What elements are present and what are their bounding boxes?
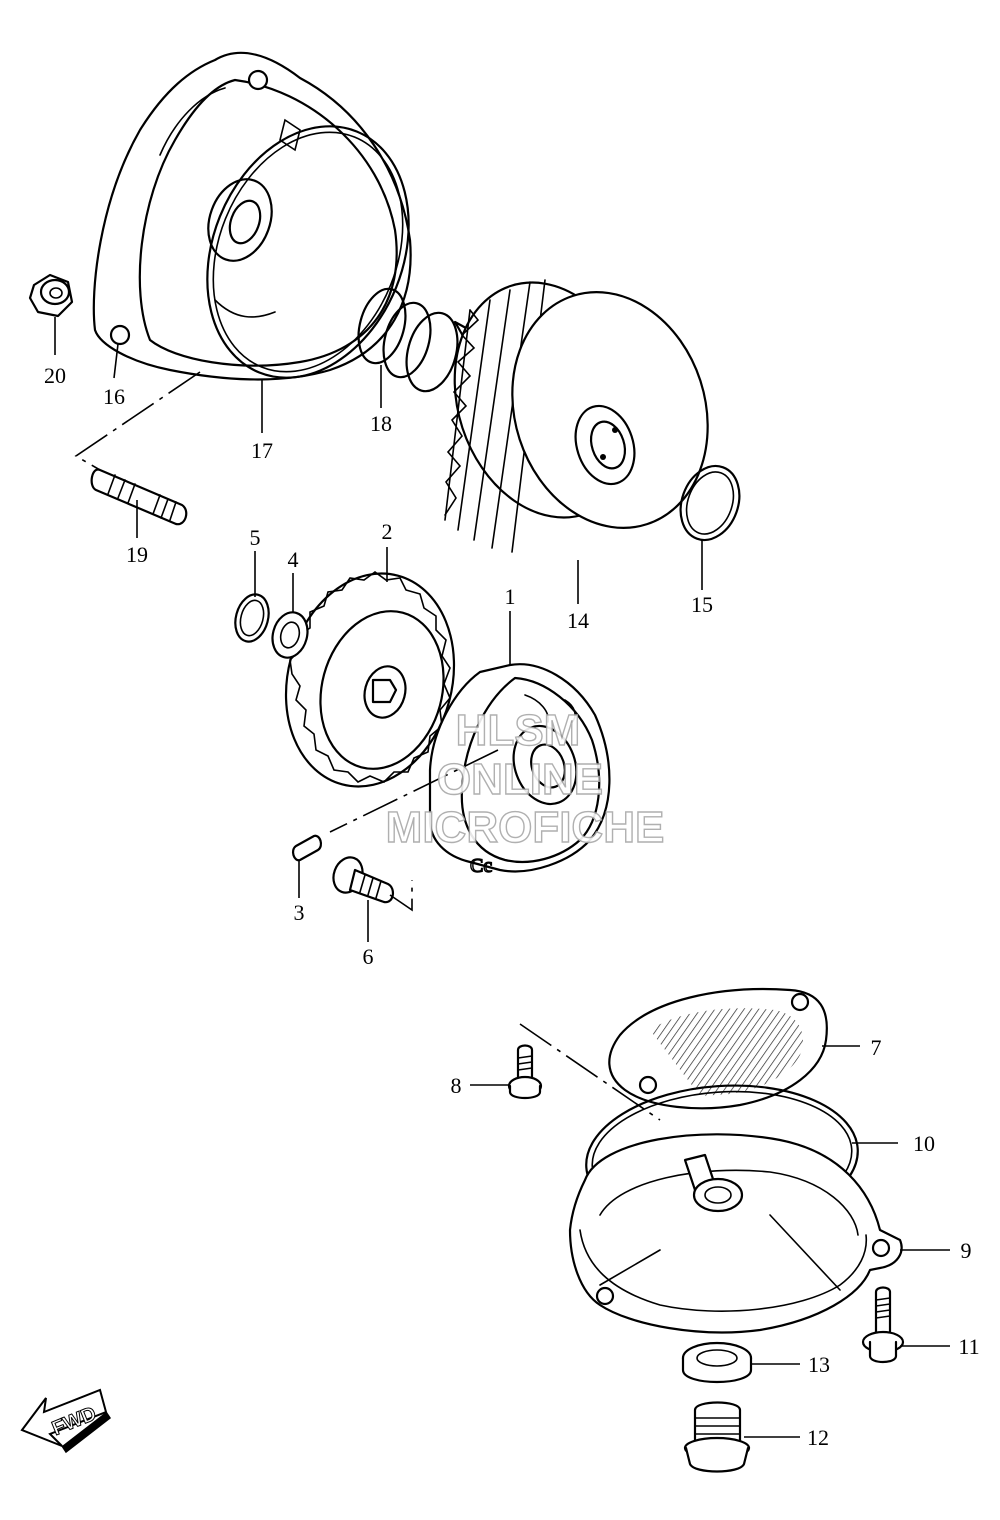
forward-arrow-icon: FWD — [20, 1388, 112, 1454]
oil-filter-element — [444, 279, 709, 553]
oil-pump-assembly: Cc — [428, 663, 611, 878]
callout-8: 8 — [451, 1073, 462, 1098]
filter-spring — [357, 287, 468, 393]
callout-20: 20 — [44, 363, 66, 388]
o-ring-filter — [679, 464, 741, 542]
callout-11: 11 — [958, 1334, 979, 1359]
callout-18: 18 — [370, 411, 392, 436]
callout-14: 14 — [567, 608, 589, 633]
callout-3: 3 — [294, 900, 305, 925]
callout-4: 4 — [288, 547, 299, 572]
callout-19: 19 — [126, 542, 148, 567]
callout-6: 6 — [363, 944, 374, 969]
circlip — [234, 593, 270, 643]
cap-nut — [28, 273, 74, 318]
callout-7: 7 — [871, 1035, 882, 1060]
callout-10: 10 — [913, 1131, 935, 1156]
washer — [271, 611, 309, 659]
watermark-line-3: MICROFICHE — [386, 803, 665, 852]
dowel-pin — [291, 834, 323, 862]
oil-filter-cover — [92, 51, 412, 381]
callout-12: 12 — [807, 1425, 829, 1450]
callout-1: 1 — [505, 584, 516, 609]
callout-15: 15 — [691, 592, 713, 617]
svg-text:Cc: Cc — [470, 855, 492, 877]
callout-9: 9 — [961, 1238, 972, 1263]
watermark-line-2: ONLINE — [437, 755, 603, 804]
leader-lines — [54, 317, 950, 1438]
assembly-lines — [74, 371, 661, 1121]
callout-labels: 20 16 17 18 19 14 15 2 4 5 1 3 6 7 8 10 … — [44, 363, 980, 1450]
oil-strainer — [608, 987, 828, 1110]
drain-plug-gasket — [681, 1341, 753, 1384]
o-ring-large — [206, 125, 410, 379]
pump-screw — [332, 856, 394, 904]
callout-5: 5 — [250, 525, 261, 550]
oil-pump-gear — [284, 571, 456, 788]
stud-bolt — [90, 468, 188, 526]
watermark: HLSM ONLINE MICROFICHE — [385, 705, 665, 852]
watermark-line-1: HLSM — [456, 706, 581, 755]
callout-17: 17 — [251, 438, 273, 463]
oil-pan — [568, 1133, 903, 1334]
strainer-bolt — [507, 1044, 543, 1100]
drain-plug — [683, 1401, 751, 1473]
oil-pan-bolt — [861, 1286, 905, 1364]
callout-13: 13 — [808, 1352, 830, 1377]
callout-2: 2 — [382, 519, 393, 544]
callout-16: 16 — [103, 384, 125, 409]
